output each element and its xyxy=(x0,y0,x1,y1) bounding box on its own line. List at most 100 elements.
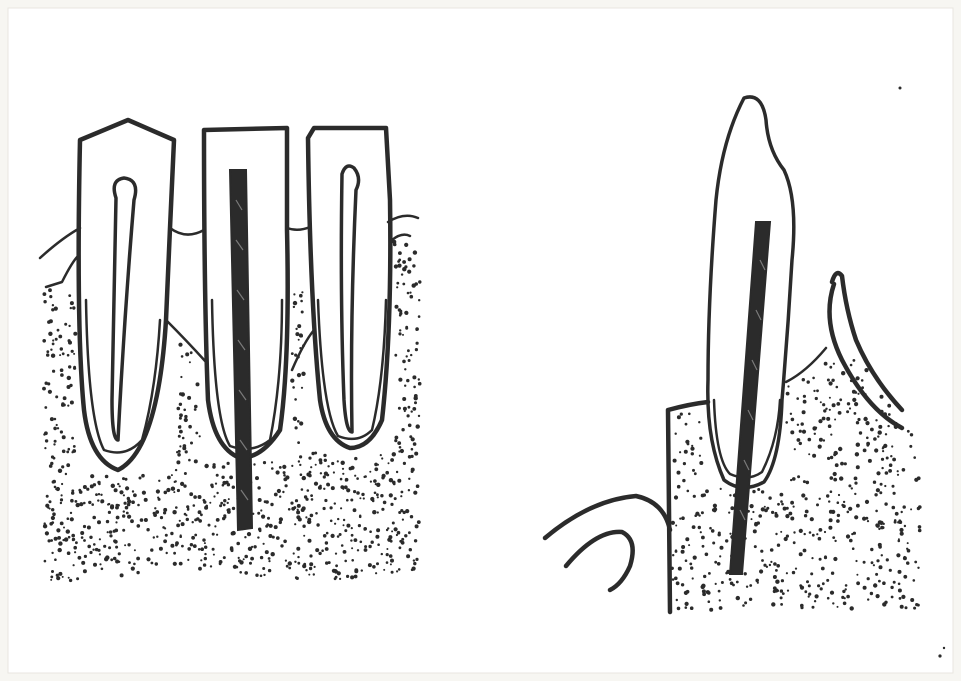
speck xyxy=(943,647,945,649)
bone-dot xyxy=(54,418,57,421)
bone-dot xyxy=(324,472,328,476)
bone-dot xyxy=(873,583,877,587)
bone-dot xyxy=(775,580,779,584)
bone-dot xyxy=(856,443,860,447)
bone-dot xyxy=(97,520,101,524)
bone-dot xyxy=(799,552,803,556)
bone-dot xyxy=(185,450,188,453)
bone-dot xyxy=(46,495,49,498)
bone-dot xyxy=(673,459,677,463)
bone-dot xyxy=(183,484,186,487)
bone-dot xyxy=(61,402,64,405)
bone-dot xyxy=(193,495,197,499)
bone-dot xyxy=(171,487,175,491)
bone-dot xyxy=(341,544,344,547)
bone-dot xyxy=(109,534,112,537)
bone-dot xyxy=(109,530,112,533)
bone-dot xyxy=(865,517,868,520)
bone-dot xyxy=(719,599,721,601)
bone-dot xyxy=(870,592,873,595)
bone-dot xyxy=(305,516,307,518)
bone-dot xyxy=(188,425,192,429)
bone-dot xyxy=(876,471,880,475)
bone-dot xyxy=(113,557,117,561)
bone-dot xyxy=(761,507,765,511)
bone-dot xyxy=(892,506,896,510)
bone-dot xyxy=(184,418,188,422)
bone-dot xyxy=(749,598,752,601)
bone-dot xyxy=(78,556,82,560)
bone-dot xyxy=(309,562,313,566)
bone-dot xyxy=(819,498,821,500)
bone-dot xyxy=(73,367,76,370)
bone-dot xyxy=(301,311,304,314)
bone-dot xyxy=(351,527,353,529)
bone-dot xyxy=(123,494,125,496)
bone-dot xyxy=(394,264,398,268)
bone-dot xyxy=(177,489,180,492)
bone-dot xyxy=(793,531,795,533)
bone-dot xyxy=(793,541,796,544)
bone-dot xyxy=(83,569,87,573)
bone-dot xyxy=(87,545,91,549)
bone-dot xyxy=(297,441,300,444)
bone-dot xyxy=(359,497,361,499)
bone-dot xyxy=(193,504,196,507)
bone-dot xyxy=(244,571,248,575)
bone-dot xyxy=(838,447,842,451)
bone-dot xyxy=(302,506,306,510)
bone-dot xyxy=(883,523,885,525)
bone-dot xyxy=(313,573,315,575)
bone-dot xyxy=(299,294,303,298)
bone-dot xyxy=(271,467,274,470)
bone-dot xyxy=(885,471,889,475)
bone-dot xyxy=(73,353,75,355)
bone-dot xyxy=(849,407,851,409)
bone-dot xyxy=(400,495,402,497)
bone-dot xyxy=(854,412,857,415)
bone-dot xyxy=(394,354,397,357)
bone-dot xyxy=(346,499,349,502)
bone-dot xyxy=(720,546,724,550)
bone-dot xyxy=(829,518,833,522)
bone-dot xyxy=(293,417,297,421)
bone-dot xyxy=(115,521,117,523)
bone-dot xyxy=(907,430,910,433)
bone-dot xyxy=(406,379,409,382)
bone-dot xyxy=(684,450,688,454)
bone-dot xyxy=(873,564,875,566)
bone-dot xyxy=(799,529,803,533)
bone-dot xyxy=(411,448,414,451)
bone-dot xyxy=(820,587,823,590)
bone-dot xyxy=(319,461,322,464)
bone-dot xyxy=(359,516,362,519)
bone-dot xyxy=(67,551,71,555)
bone-dot xyxy=(231,531,235,535)
bone-dot xyxy=(222,465,226,469)
bone-dot xyxy=(701,511,704,514)
bone-dot xyxy=(369,530,372,533)
bone-dot xyxy=(411,470,414,473)
bone-dot xyxy=(344,529,347,532)
bone-dot xyxy=(413,559,415,561)
bone-dot xyxy=(407,414,410,417)
bone-dot xyxy=(114,529,118,533)
bone-dot xyxy=(889,569,892,572)
bone-dot xyxy=(828,424,832,428)
bone-dot xyxy=(887,425,889,427)
bone-dot xyxy=(867,598,869,600)
bone-dot xyxy=(805,497,808,500)
bone-dot xyxy=(797,438,801,442)
bone-dot xyxy=(216,518,220,522)
bone-dot xyxy=(780,596,783,599)
bone-dot xyxy=(228,498,230,500)
bone-dot xyxy=(688,544,690,546)
bone-dot xyxy=(880,526,884,530)
bone-dot xyxy=(190,351,193,354)
bone-dot xyxy=(357,549,359,551)
bone-dot xyxy=(227,483,230,486)
bone-dot xyxy=(52,370,55,373)
bone-dot xyxy=(849,539,853,543)
bone-dot xyxy=(418,299,420,301)
bone-dot xyxy=(71,437,74,440)
